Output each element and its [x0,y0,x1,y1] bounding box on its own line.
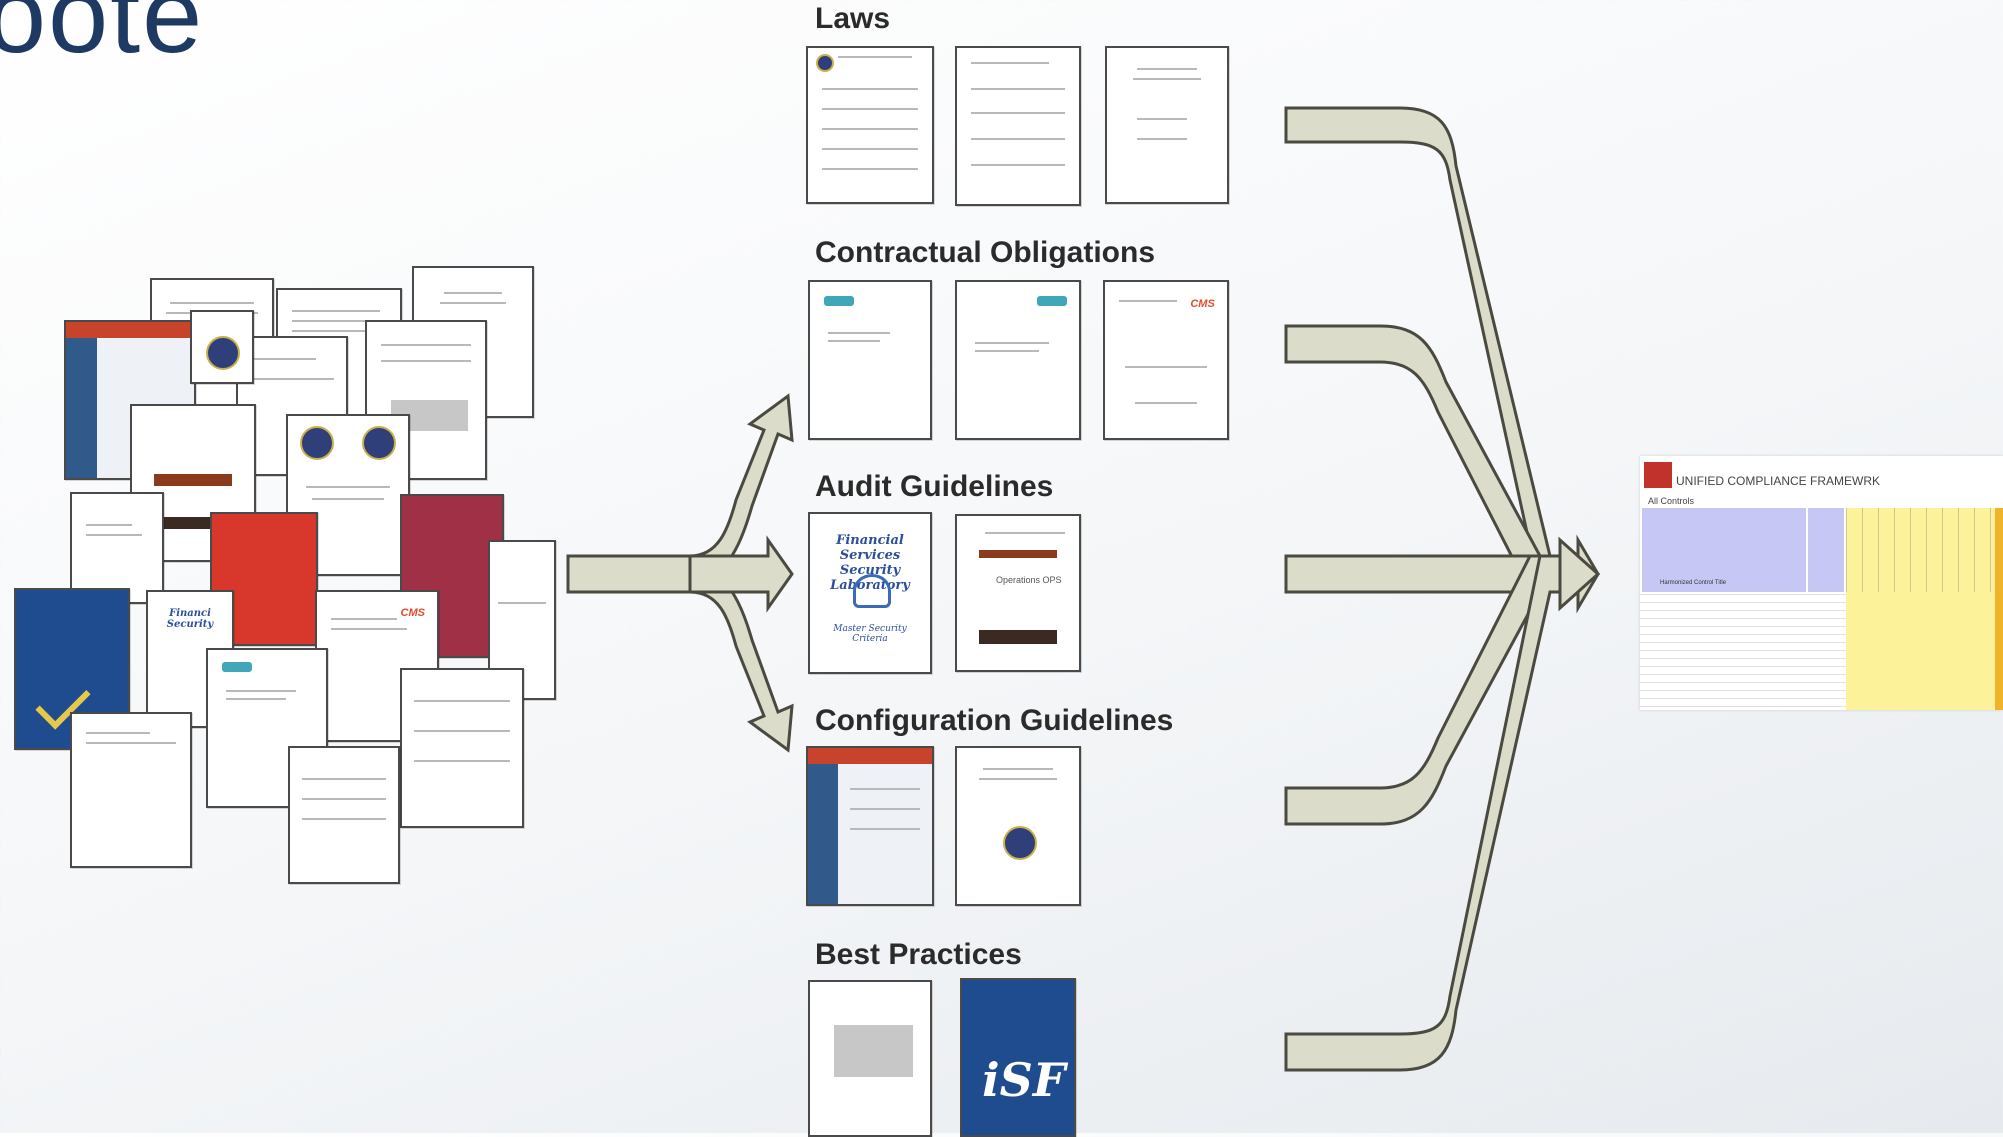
collage-doc [70,492,164,604]
category-label-configuration: Configuration Guidelines [815,704,1174,737]
ucf-orange-column [1995,508,2003,710]
category-label-audit: Audit Guidelines [815,470,1054,503]
ucf-title: UNIFIED COMPLIANCE FRAMEWRK [1676,474,1881,488]
collage-doc [288,746,400,884]
config-document-seal [955,746,1081,906]
ucf-subtitle: All Controls [1648,496,1695,506]
config-document-website [806,746,934,906]
ucf-column-header: Harmonized Control Title [1660,580,1727,586]
category-label-laws: Laws [815,2,891,35]
ucf-logo [1644,462,1672,488]
collage-doc [400,668,524,828]
law-document [955,46,1081,206]
collage-doc [70,712,192,868]
split-arrow [566,393,794,753]
audit-document-ops: Operations OPS [955,514,1081,672]
collage-doc-seal [190,310,254,384]
law-document [806,46,934,204]
contract-document-cms: CMS [1103,280,1229,440]
ucf-rows [1640,594,1846,710]
category-label-contractual: Contractual Obligations [815,236,1156,269]
contract-document-pci-app [955,280,1081,440]
category-label-best-practices: Best Practices [815,938,1022,971]
ucf-spreadsheet: UNIFIED COMPLIANCE FRAMEWRK All Controls… [1640,456,2003,710]
audit-document-fs-lab: Financial Services Security Laboratory M… [808,512,932,674]
contract-document-pci [808,280,932,440]
ucf-header-cell [1808,508,1844,592]
best-practice-document-isf: iSF [960,978,1076,1137]
law-document [1105,46,1229,204]
merge-arrow [1284,106,1601,1072]
ucf-yellow-columns [1846,508,2003,710]
ucf-header-cell [1642,508,1806,592]
ucf-column-grid [1846,508,2003,592]
best-practice-document-cobit [808,980,932,1137]
slide-title-fragment: oote [0,0,205,75]
